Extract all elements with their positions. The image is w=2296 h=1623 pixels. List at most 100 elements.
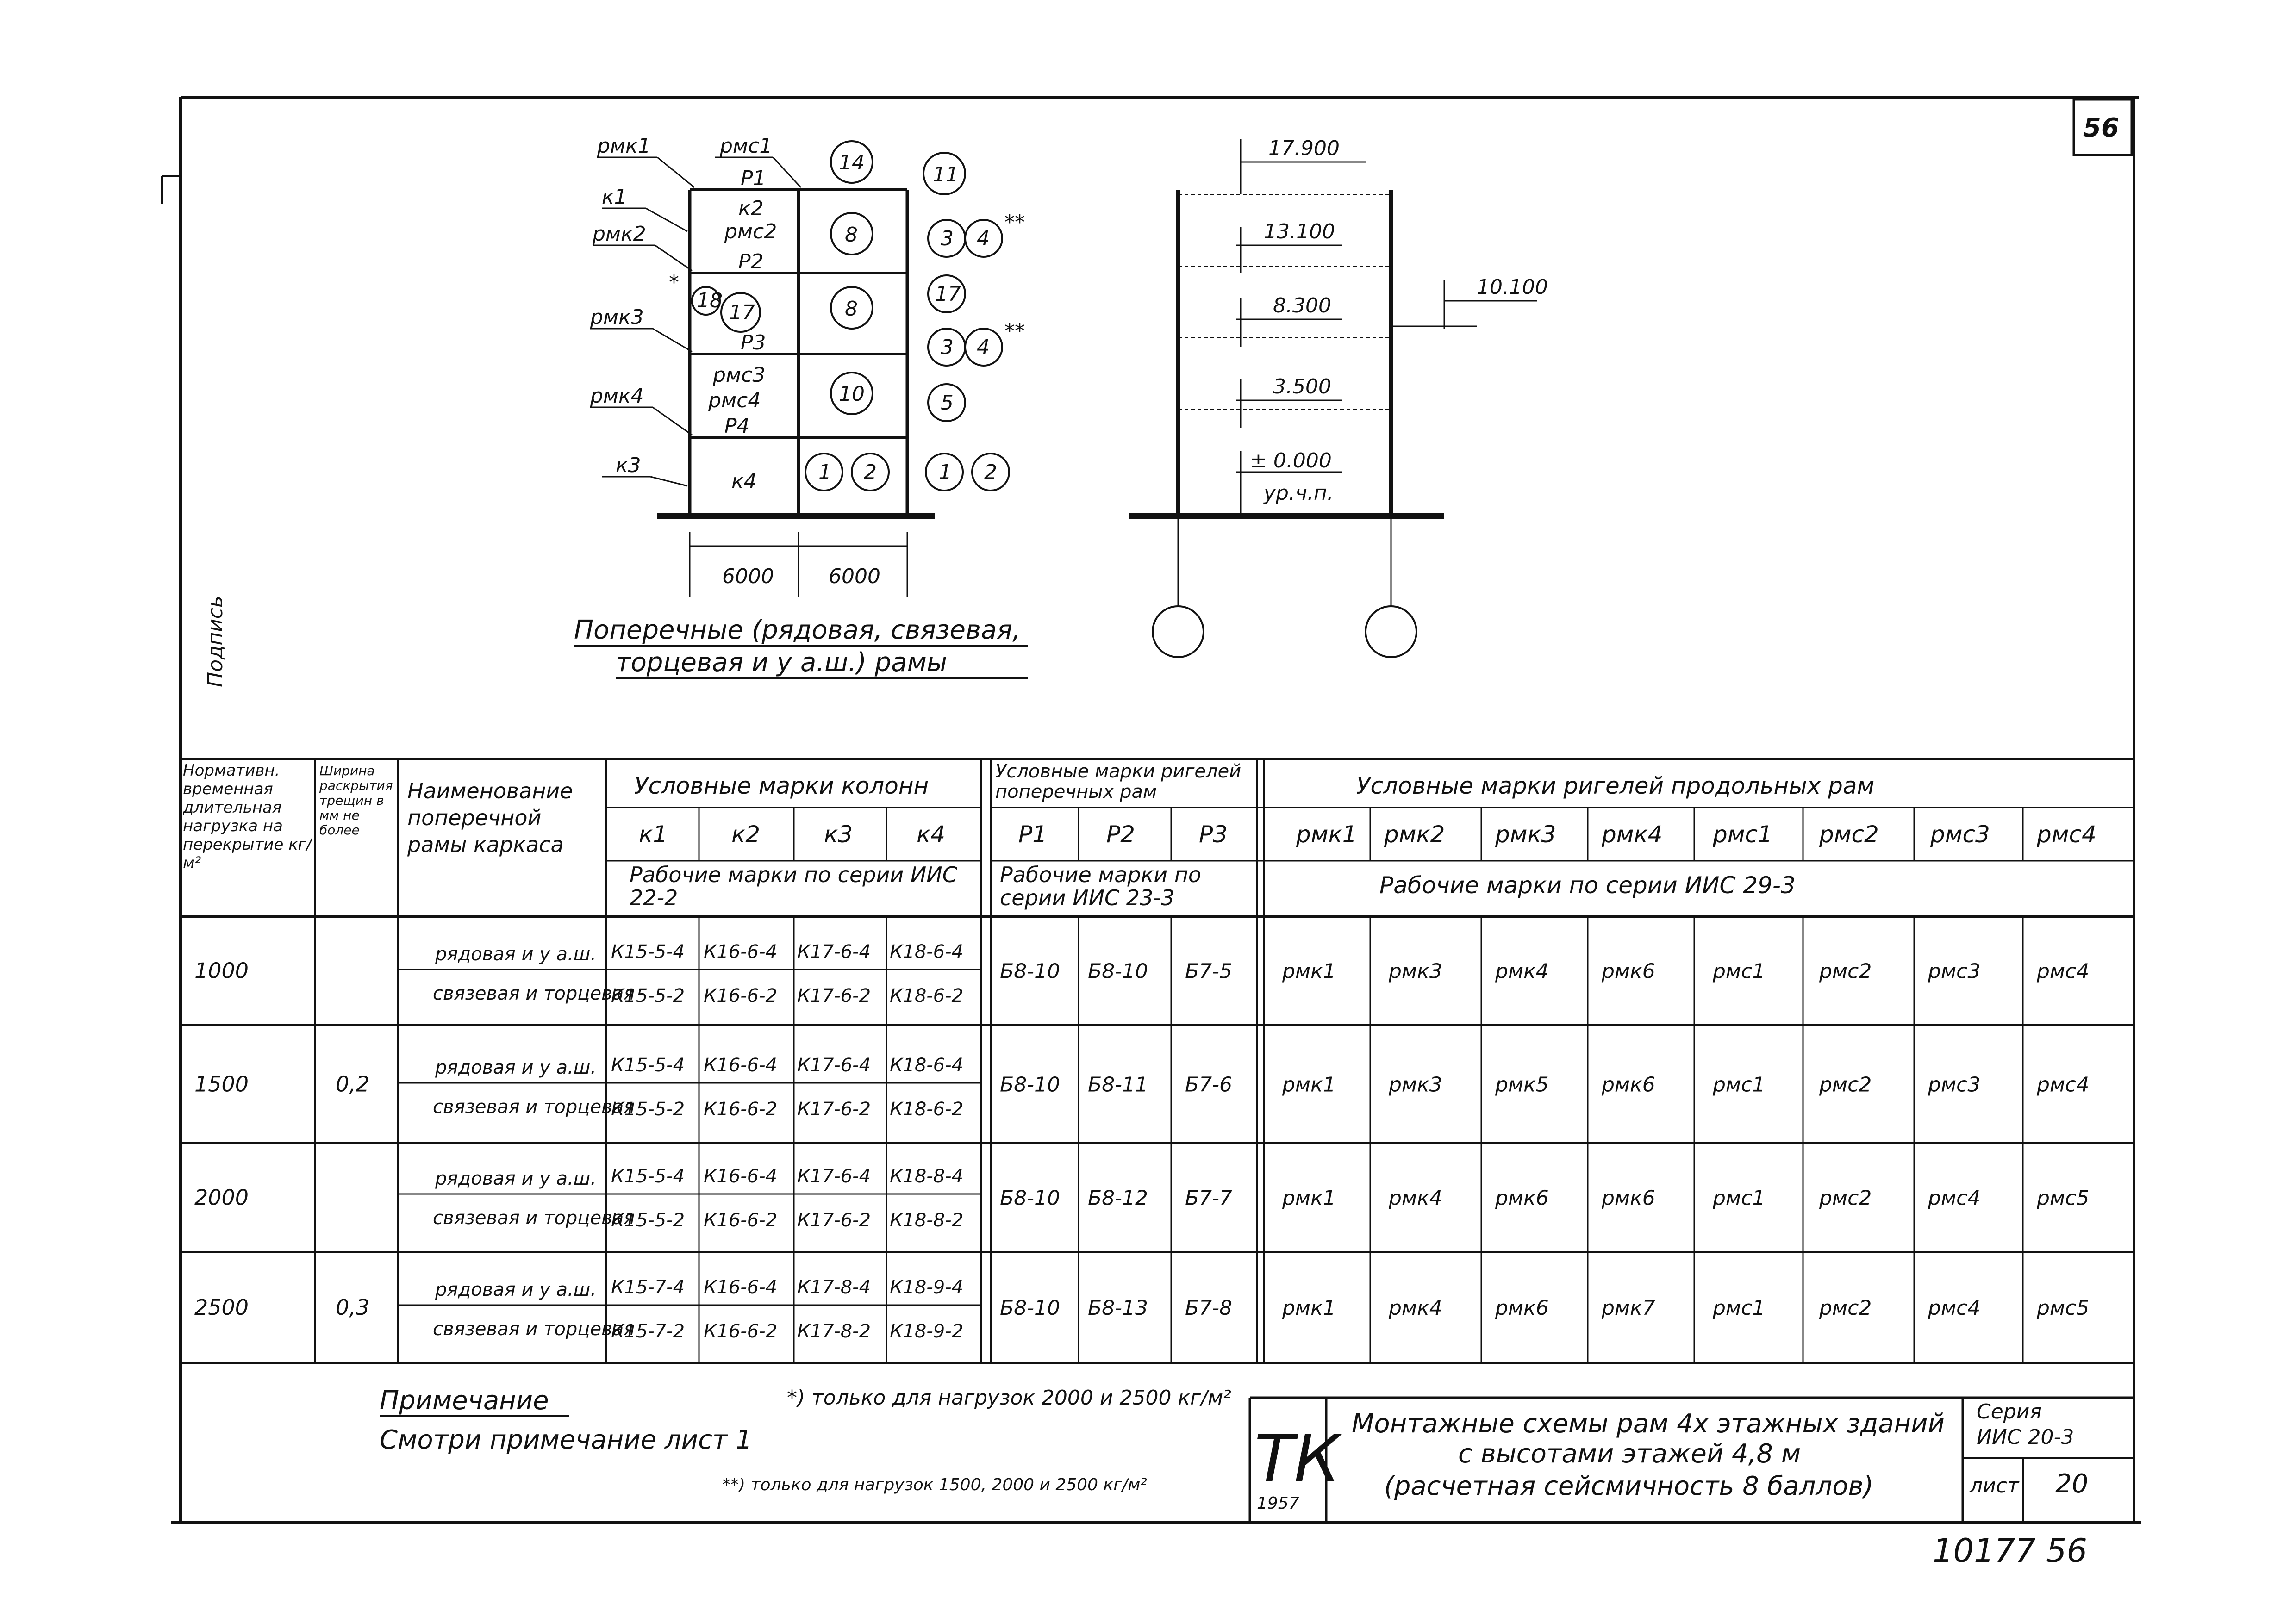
row-long-2: рмк3 [1388, 1073, 1442, 1097]
row-col-ordinary-4: К18-6-4 [890, 1055, 963, 1076]
row-name-bracing: связевая и торцевая [433, 1207, 635, 1229]
label-rmk1: рмк1 [597, 134, 651, 158]
series-label: Серия [1977, 1400, 2042, 1424]
label-p1: Р1 [741, 167, 766, 190]
circle-8-upper: 8 [845, 223, 858, 247]
label-p3: Р3 [741, 331, 766, 354]
title-line1: Монтажные схемы рам 4х этажных зданий [1352, 1409, 1945, 1439]
row-long-1: рмк1 [1282, 1073, 1336, 1097]
row-col-ordinary-2: К16-6-4 [704, 941, 777, 963]
frame-caption-line2: торцевая и у а.ш.) рамы [616, 647, 947, 678]
year: 1957 [1257, 1494, 1299, 1513]
circle-3-lower: 3 [941, 336, 954, 359]
corner-sheet-number: 56 [2072, 98, 2133, 156]
label-p4: Р4 [724, 414, 750, 438]
stars-lower: ** [1004, 319, 1025, 343]
row-col-ordinary-2: К16-6-4 [704, 1277, 777, 1298]
row-col-ordinary-3: К17-6-4 [797, 1166, 871, 1187]
row-col-bracing-2: К16-6-2 [704, 1099, 777, 1120]
row-long-4: рмк7 [1601, 1296, 1655, 1320]
row-long-6: рмс2 [1819, 1296, 1872, 1320]
row-long-3: рмк6 [1495, 1296, 1549, 1320]
row-long-8: рмс5 [2036, 1296, 2089, 1320]
row-col-ordinary-2: К16-6-4 [704, 1166, 777, 1187]
row-long-6: рмс2 [1819, 960, 1872, 983]
note-title: Примечание [380, 1386, 549, 1416]
row-col-ordinary-2: К16-6-4 [704, 1055, 777, 1076]
level-10100: 10.100 [1477, 275, 1548, 299]
row-load: 2500 [194, 1295, 249, 1320]
row-long-4: рмк6 [1601, 1187, 1655, 1210]
circle-2-outer: 2 [984, 460, 997, 484]
row-col-ordinary-1: К15-7-4 [611, 1277, 685, 1298]
row-load: 1000 [194, 958, 249, 983]
col-crack-header: Ширина раскрытия трещин в мм не более [319, 764, 393, 838]
circle-14: 14 [839, 151, 865, 174]
long-mark-rmk4: рмк4 [1601, 821, 1662, 848]
level-3500: 3.500 [1273, 375, 1331, 398]
transverse-frame-diagram: 6000 6000 рмк1 к1 рмк2 рмк3 рмк4 к3 рмс1… [574, 134, 1028, 679]
col-mark-k1: к1 [639, 821, 668, 848]
circle-4-lower: 4 [977, 336, 990, 359]
level-floor-label: ур.ч.п. [1263, 481, 1334, 505]
row-long-1: рмк1 [1282, 1187, 1336, 1210]
working-long-header: Рабочие марки по серии ИИС 29-3 [1379, 872, 1796, 899]
row-col-bracing-2: К16-6-2 [704, 1321, 777, 1342]
title-line3: (расчетная сейсмичность 8 баллов) [1384, 1471, 1873, 1501]
col-mark-k2: к2 [731, 821, 760, 848]
level-17900: 17.900 [1268, 137, 1340, 160]
row-col-ordinary-1: К15-5-4 [611, 1166, 685, 1187]
row-long-4: рмк6 [1601, 1073, 1655, 1097]
label-rmk3: рмк3 [590, 305, 644, 329]
row-long-5: рмс1 [1712, 960, 1765, 983]
long-mark-rms1: рмс1 [1712, 821, 1772, 848]
group-rigel-cross-header: Условные марки ригелей поперечных рам [995, 761, 1242, 802]
row-name-bracing: связевая и торцевая [433, 1096, 635, 1118]
level-0000: ± 0.000 [1250, 449, 1332, 473]
working-cols-header: Рабочие марки по серии ИИС 22-2 [630, 863, 957, 910]
label-rmk2: рмк2 [592, 222, 646, 246]
long-mark-rms3: рмс3 [1930, 821, 1990, 848]
label-k4: к4 [731, 470, 757, 493]
row-long-1: рмк1 [1282, 1296, 1336, 1320]
star-single: * [669, 271, 679, 294]
sheet-label: лист [1969, 1474, 2020, 1498]
row-col-bracing-1: К15-5-2 [611, 985, 685, 1007]
label-p2: Р2 [738, 250, 764, 274]
row-long-5: рмс1 [1712, 1073, 1765, 1097]
row-name-bracing: связевая и торцевая [433, 983, 635, 1004]
circle-2-inner: 2 [864, 460, 877, 484]
series-value: ИИС 20-3 [1977, 1425, 2074, 1449]
row-long-4: рмк6 [1601, 960, 1655, 983]
row-long-5: рмс1 [1712, 1296, 1765, 1320]
long-mark-rmk2: рмк2 [1384, 821, 1445, 848]
circle-18: 18 [697, 289, 723, 312]
col-mark-k4: к4 [917, 821, 945, 848]
title-block: Примечание Смотри примечание лист 1 *) т… [380, 1386, 2134, 1570]
circle-8-middle: 8 [845, 297, 858, 321]
row-long-3: рмк4 [1495, 960, 1549, 983]
label-k2: к2 [738, 197, 764, 220]
row-col-bracing-3: К17-6-2 [797, 1099, 871, 1120]
long-mark-rms4: рмс4 [2036, 821, 2096, 848]
rigel-mark-p3: Р3 [1199, 821, 1228, 848]
row-long-8: рмс5 [2036, 1187, 2089, 1210]
row-rigel-3: Б7-8 [1185, 1296, 1232, 1320]
left-margin-note: Подпись [204, 596, 227, 687]
row-long-7: рмс4 [1928, 1296, 1980, 1320]
row-long-7: рмс3 [1928, 1073, 1980, 1097]
row-name-bracing: связевая и торцевая [433, 1318, 635, 1340]
level-13100: 13.100 [1264, 220, 1335, 243]
row-long-2: рмк4 [1388, 1187, 1442, 1210]
group-columns-header: Условные марки колонн [634, 772, 929, 799]
row-col-bracing-4: К18-6-2 [890, 1099, 963, 1120]
row-col-ordinary-4: К18-8-4 [890, 1166, 963, 1187]
row-long-3: рмк6 [1495, 1187, 1549, 1210]
stars-upper: ** [1004, 211, 1025, 234]
label-k1: к1 [602, 185, 627, 209]
row-rigel-1: Б8-10 [1000, 1187, 1060, 1210]
row-name-ordinary: рядовая и у а.ш. [435, 1057, 596, 1078]
row-rigel-1: Б8-10 [1000, 960, 1060, 983]
col-name-header: Наименование поперечной рамы каркаса [407, 778, 573, 857]
label-rms2: рмс2 [724, 220, 777, 243]
